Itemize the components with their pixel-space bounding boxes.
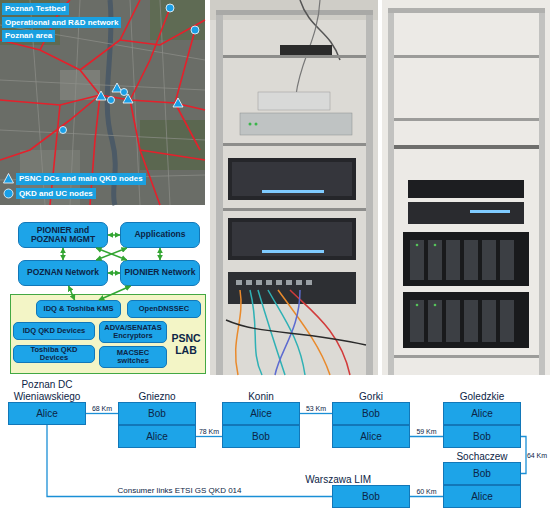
distance-label: 68 Km [92,404,112,411]
qkd-node-box: GnieznoBob [118,402,196,425]
legend-text: PSNC DCs and main QKD nodes [16,173,146,185]
site-name: Goledzkie [422,391,542,404]
fiber-link [410,436,443,437]
map-caption: Poznań area [2,30,55,42]
qkd-role: Alice [360,431,382,442]
box-label: MACSEC switches [102,349,164,365]
map-caption-band: Poznań TestbedOperational and R&D networ… [2,3,152,49]
network-box: POZNAN Network [18,260,108,286]
box-label: IDQ & Toshiba KMS [44,305,114,313]
device-box: Toshiba QKD Devices [13,345,95,363]
qkd-role: Bob [148,408,166,419]
qkd-role: Bob [252,431,270,442]
rack-photo [382,0,550,375]
data-flow-arrow [96,248,127,260]
qkd-node-box: Alice [443,485,521,508]
device-box: IDQ QKD Devices [13,322,95,340]
qkd-role: Bob [362,408,380,419]
site-name: Warszawa LIM [305,474,371,487]
rack-photo [210,0,378,375]
distance-label: 78 Km [199,427,219,434]
device-box: MACSEC switches [99,346,167,368]
map-caption: Poznań Testbed [2,3,69,15]
legend-text: QKD and UC nodes [16,188,96,200]
qkd-node-box: Poznan DC WieniawskiegoAlice [8,402,86,425]
data-flow-arrow [96,248,127,260]
qkd-role: Bob [473,431,491,442]
data-flow-arrow [62,248,64,260]
lab-area: PSNC LAB IDQ & Toshiba KMS OpenDNSSEC IDQ Q… [10,294,206,374]
data-flow-arrow [108,234,120,236]
map-caption: Operational and R&D network [2,17,121,29]
qkd-role: Alice [36,408,58,419]
distance-label: 53 Km [306,404,326,411]
box-label: PIONIER Network [125,268,196,277]
qkd-node-box: Bob [222,425,300,448]
distance-label: Consumer links ETSI GS QKD 014 [117,485,241,494]
fiber-link [86,413,118,414]
data-flow-arrow [159,248,161,260]
legend-row: QKD and UC nodes [3,188,146,200]
qkd-node-box: GorkiBob [332,402,410,425]
qkd-role: Alice [471,408,493,419]
distance-label: 64 Km [527,452,547,459]
qkd-node-box: Alice [118,425,196,448]
lab-title: PSNC LAB [167,333,205,356]
map-legend: PSNC DCs and main QKD nodesQKD and UC no… [3,173,146,202]
box-label: Toshiba QKD Devices [16,346,92,362]
box-label: IDQ QKD Devices [23,327,86,335]
fiber-link [300,413,332,414]
legend-symbol [3,188,14,199]
box-label: PIONIER and POZNAN MGMT [22,226,104,245]
qkd-role: Alice [250,408,272,419]
device-box: IDQ & Toshiba KMS [36,300,121,318]
qkd-role: Bob [473,468,491,479]
box-label: Applications [134,230,185,239]
device-box: OpenDNSSEC [127,300,201,318]
data-flow-arrow [108,272,120,274]
fiber-link [521,437,526,474]
qkd-node-box: GoledzkieAlice [443,402,521,425]
qkd-role: Alice [471,491,493,502]
qkd-node-box: Warszawa LIMBob [332,485,410,508]
site-name: Gorki [311,391,431,404]
fiber-link [47,425,332,497]
box-label: ADVA/SENATAS Encryptors [102,324,164,340]
qkd-role: Alice [146,431,168,442]
site-name: Poznan DC Wieniawskiego [0,379,107,403]
distance-label: 60 Km [416,487,436,494]
legend-row: PSNC DCs and main QKD nodes [3,173,146,185]
box-label: POZNAN Network [27,268,99,277]
legend-symbol [3,173,14,184]
site-name: Sochaczew [422,451,542,464]
device-box: ADVA/SENATAS Encryptors [99,321,167,343]
site-name: Gniezno [97,391,217,404]
qkd-role: Bob [362,491,380,502]
qkd-node-box: SochaczewBob [443,462,521,485]
qkd-node-box: KoninAlice [222,402,300,425]
distance-label: 59 Km [416,427,436,434]
network-box: PIONIER Network [120,260,200,286]
box-label: OpenDNSSEC [139,305,189,313]
qkd-node-box: Alice [332,425,410,448]
fiber-link [196,436,222,437]
site-name: Konin [201,391,321,404]
network-box: Applications [120,222,200,248]
fiber-link [410,496,443,497]
qkd-node-box: Bob [443,425,521,448]
city-map [0,0,205,205]
network-box: PIONIER and POZNAN MGMT [18,222,108,248]
